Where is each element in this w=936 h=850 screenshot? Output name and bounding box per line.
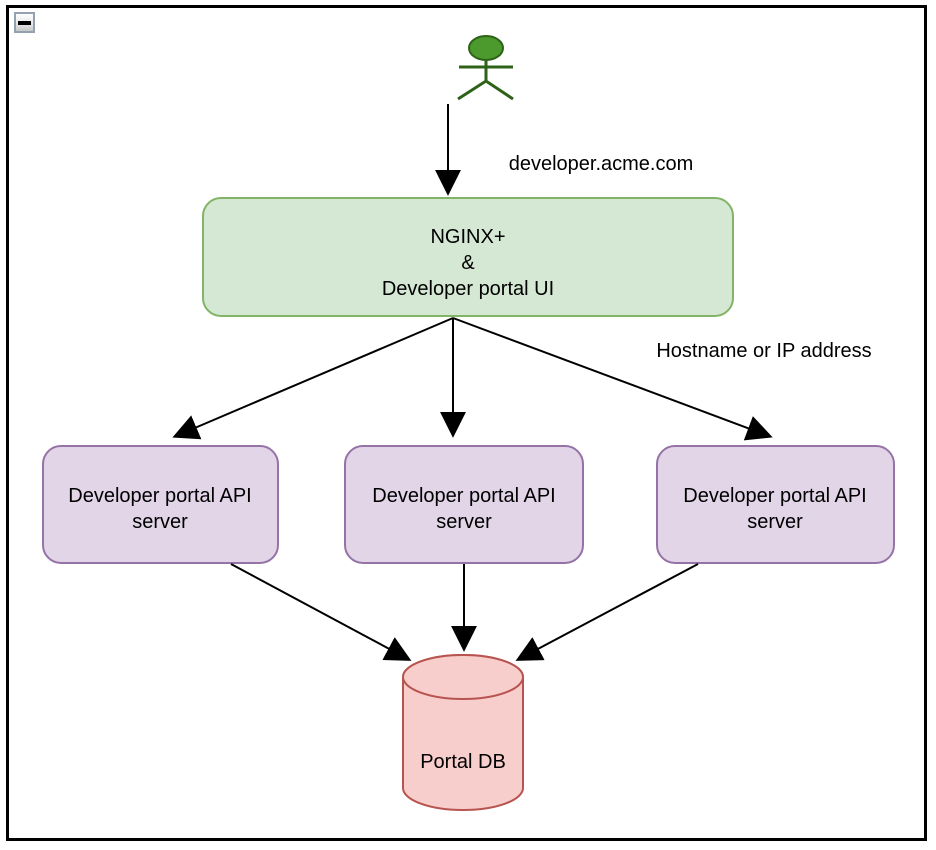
arrow-api-1-to-db (230, 563, 412, 661)
api-server-2-label-line1: Developer portal API (372, 485, 555, 507)
user-actor-icon (457, 35, 514, 101)
api-server-1-label-line2: server (132, 511, 188, 533)
node-api-server-2: Developer portal API server (344, 445, 584, 564)
api-server-1-label-line1: Developer portal API (68, 485, 251, 507)
nginx-label-line2: & (461, 252, 475, 274)
nginx-box (202, 197, 734, 317)
arrow-api-3-to-db (515, 563, 699, 661)
api-server-box-3 (656, 445, 895, 564)
node-nginx-portal-ui: NGINX+ & Developer portal UI (202, 197, 734, 317)
api-server-3-label-line2: server (747, 511, 803, 533)
api-server-box-2 (344, 445, 584, 564)
arrow-nginx-to-api-3 (452, 317, 773, 441)
arrow-nginx-to-api-1 (172, 317, 454, 440)
db-label: Portal DB (420, 751, 506, 773)
edge-label-hostname-ip: Hostname or IP address (656, 340, 871, 362)
nginx-label-line1: NGINX+ (430, 226, 505, 248)
node-api-server-1: Developer portal API server (42, 445, 279, 564)
api-server-box-1 (42, 445, 279, 564)
minus-icon (18, 20, 31, 25)
db-cylinder-top (402, 654, 524, 700)
actor-head (468, 35, 504, 61)
collapse-button[interactable] (14, 12, 35, 33)
node-api-server-3: Developer portal API server (656, 445, 895, 564)
api-server-2-label-line2: server (436, 511, 492, 533)
actor-legs (457, 79, 514, 101)
api-server-3-label-line1: Developer portal API (683, 485, 866, 507)
edge-label-developer-acme: developer.acme.com (509, 153, 694, 175)
node-portal-db: Portal DB (402, 654, 524, 811)
nginx-label-line3: Developer portal UI (382, 278, 554, 300)
